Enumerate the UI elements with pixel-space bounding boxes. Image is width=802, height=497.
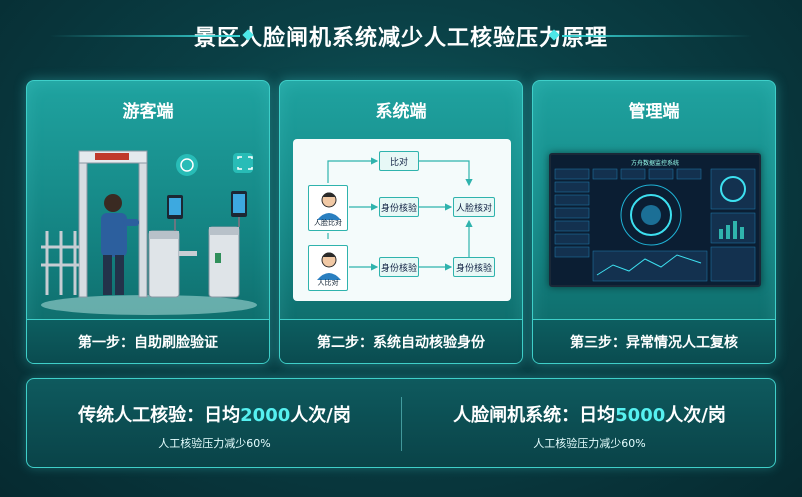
stats-divider bbox=[401, 397, 402, 451]
card-visitor-title: 游客端 bbox=[122, 102, 174, 122]
avatar-box-bottom: 人比对 bbox=[308, 245, 348, 291]
flow-compare-box: 比对 bbox=[379, 151, 419, 171]
user-avatar-icon bbox=[317, 192, 341, 220]
stat-face-gate: 人脸闸机系统：日均5000人次/岗 人工核验压力减少60% bbox=[402, 379, 777, 469]
stat-traditional: 传统人工核验：日均2000人次/岗 人工核验压力减少60% bbox=[27, 379, 402, 469]
flow-verify-box-b: 身份核验 bbox=[379, 257, 419, 277]
stats-panel: 传统人工核验：日均2000人次/岗 人工核验压力减少60% 人脸闸机系统：日均5… bbox=[26, 378, 776, 468]
face-scanner-icon bbox=[167, 191, 247, 231]
card-management-footer: 第三步：异常情况人工复核 bbox=[533, 319, 775, 363]
visitor-person-icon bbox=[101, 194, 139, 295]
flow-panel: 比对 人脸比对 身份核验 人脸核对 人比对 身份核验 身份核验 bbox=[293, 139, 511, 301]
stat-traditional-number: 2000 bbox=[240, 405, 291, 426]
stat-face-gate-number: 5000 bbox=[615, 405, 666, 426]
security-arch-icon bbox=[78, 150, 148, 298]
page-title: 景区人脸闸机系统减少人工核验压力原理 bbox=[193, 26, 608, 51]
card-system-title: 系统端 bbox=[375, 102, 427, 122]
railing-icon bbox=[41, 231, 79, 295]
dashboard-widgets bbox=[554, 168, 756, 282]
flow-face-compare-box: 人脸核对 bbox=[453, 197, 495, 217]
title-line-left bbox=[50, 35, 240, 37]
stat-traditional-sub: 人工核验压力减少60% bbox=[158, 437, 271, 450]
card-management: 管理端 方舟数据监控系统 bbox=[532, 80, 776, 364]
card-system: 系统端 比对 bbox=[279, 80, 523, 364]
title-line-right bbox=[562, 35, 752, 37]
monitoring-dashboard: 方舟数据监控系统 bbox=[549, 153, 761, 287]
flow-arrows bbox=[327, 157, 473, 271]
turnstile-left-icon bbox=[148, 230, 197, 298]
card-system-footer: 第二步：系统自动核验身份 bbox=[280, 319, 522, 363]
card-visitor: 游客端 bbox=[26, 80, 270, 364]
stat-face-gate-prefix: 人脸闸机系统：日均 bbox=[453, 405, 616, 426]
dashboard-title: 方舟数据监控系统 bbox=[630, 160, 679, 167]
title-row: 景区人脸闸机系统减少人工核验压力原理 bbox=[0, 18, 802, 54]
stat-face-gate-suffix: 人次/岗 bbox=[665, 405, 726, 426]
turnstile-right-icon bbox=[208, 226, 240, 298]
flow-verify-box-c: 身份核验 bbox=[453, 257, 495, 277]
user-avatar-icon bbox=[317, 252, 341, 280]
stat-face-gate-main: 人脸闸机系统：日均5000人次/岗 bbox=[402, 401, 777, 427]
avatar-caption-bottom: 人比对 bbox=[317, 279, 339, 287]
stat-face-gate-sub: 人工核验压力减少60% bbox=[533, 437, 646, 450]
stat-traditional-suffix: 人次/岗 bbox=[290, 405, 351, 426]
stat-traditional-prefix: 传统人工核验：日均 bbox=[78, 405, 241, 426]
avatar-box-top: 人脸比对 bbox=[308, 185, 348, 231]
avatar-caption-top: 人脸比对 bbox=[314, 219, 342, 227]
face-scan-badge-icon bbox=[176, 153, 253, 176]
stat-traditional-main: 传统人工核验：日均2000人次/岗 bbox=[27, 401, 402, 427]
card-management-title: 管理端 bbox=[628, 102, 680, 122]
turnstile-illustration bbox=[41, 150, 257, 315]
flow-verify-box-a: 身份核验 bbox=[379, 197, 419, 217]
card-visitor-footer: 第一步：自助刷脸验证 bbox=[27, 319, 269, 363]
